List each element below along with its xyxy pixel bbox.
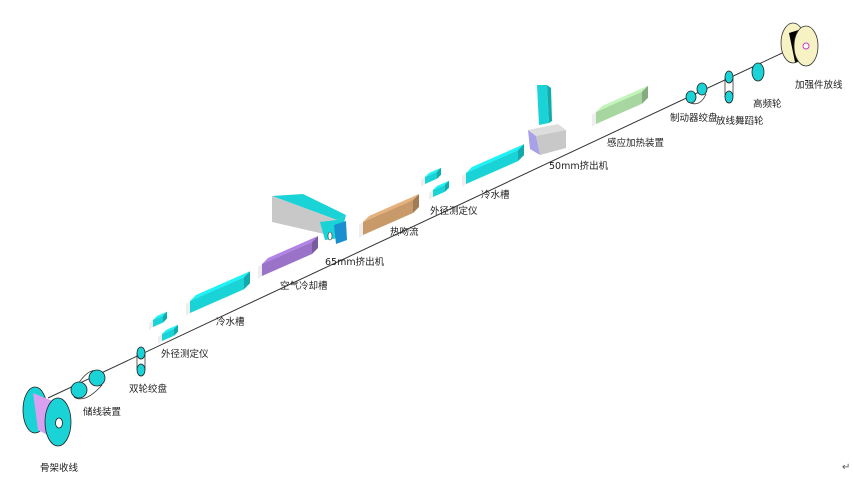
twin-capstan-wheel-2 [136, 363, 146, 377]
accumulator-wheel-1 [70, 381, 88, 399]
hot-air-flow [359, 194, 419, 238]
takeup-reel-hub [55, 417, 63, 429]
air-cooling-trough-end [312, 236, 318, 254]
od-gauge-bottom-upper [149, 311, 167, 330]
cold-trough-top-endcap [462, 173, 466, 187]
od-gauge-top-lower-front [433, 184, 445, 197]
label-hot-air-flow: 热吻流 [390, 227, 419, 238]
cold-trough-top [462, 144, 524, 187]
label-high-freq-wheel: 高频轮 [753, 99, 782, 110]
induction-heater [592, 85, 648, 127]
dancer-wheel-link [724, 77, 734, 97]
air-cooling-trough [258, 236, 318, 279]
paragraph-mark: ↵ [842, 462, 851, 473]
label-brake-capstan: 制动器绞盘 [670, 113, 718, 124]
brake-capstan-wheel-2 [696, 82, 708, 96]
od-gauge-bottom-lower-end [174, 324, 178, 336]
brake-capstan-wheel-1 [685, 90, 697, 104]
hot-air-flow-endcap [359, 222, 363, 238]
od-gauge-top-lower-top [433, 180, 449, 190]
label-cold-trough-bottom: 冷水槽 [216, 317, 245, 328]
extruder-50-hopper-side [547, 85, 552, 123]
od-gauge-bottom-upper-endcap [149, 320, 153, 330]
extruder-65-nozzle [327, 231, 333, 241]
extruder-50-top [528, 124, 566, 136]
dancer-wheel-bottom [724, 90, 734, 104]
od-gauge-top-upper [421, 167, 441, 187]
cold-trough-bottom-front [190, 277, 244, 313]
dancer-wheel-top [724, 70, 734, 84]
label-dancer-wheel: 放线舞蹈轮 [716, 116, 764, 127]
label-od-gauge-top: 外径测定仪 [430, 206, 478, 217]
hot-air-flow-top [363, 194, 419, 222]
od-gauge-bottom-upper-end [163, 311, 167, 323]
induction-heater-end [642, 85, 648, 104]
extruder-65-body [272, 196, 337, 236]
od-gauge-top-lower-end [445, 180, 449, 192]
od-gauge-bottom-lower-front [162, 328, 174, 341]
induction-heater-endcap [592, 112, 596, 127]
air-cooling-trough-top [262, 236, 318, 264]
cold-trough-bottom-endcap [186, 301, 190, 316]
od-gauge-top-upper-endcap [421, 177, 425, 187]
label-od-gauge-bottom: 外径测定仪 [161, 349, 209, 360]
extruder-65-top [272, 194, 346, 220]
label-twin-capstan: 双轮绞盘 [129, 384, 168, 395]
induction-heater-front [596, 91, 642, 124]
extruder-50-hopper [537, 85, 549, 125]
payoff-reel-hub [802, 42, 810, 50]
high-freq-wheel [751, 62, 765, 82]
extruder-65-die [334, 221, 347, 244]
od-gauge-top-lower [429, 180, 449, 200]
induction-heater-top [596, 85, 648, 112]
od-gauge-bottom-upper-top [153, 311, 167, 320]
extruder-50-body [536, 130, 566, 155]
twin-capstan-link [136, 353, 146, 370]
label-induction-heater: 感应加热装置 [607, 138, 665, 149]
label-extruder-65: 65mm挤出机 [325, 257, 385, 268]
cold-trough-bottom-top [190, 271, 250, 301]
extruder-50-face [528, 130, 540, 155]
cold-trough-bottom-end [244, 271, 250, 290]
hot-air-flow-front [363, 200, 413, 235]
cold-trough-top-end [518, 144, 524, 162]
label-air-cooling: 空气冷却槽 [280, 281, 328, 292]
air-cooling-trough-endcap [258, 264, 262, 279]
od-gauge-top-lower-endcap [429, 190, 433, 200]
twin-capstan-wheel-1 [136, 346, 146, 360]
label-cold-trough-top: 冷水槽 [481, 190, 510, 201]
air-cooling-trough-front [262, 242, 312, 276]
brake-capstan-belt [687, 93, 707, 105]
label-takeup: 骨架收线 [40, 463, 79, 474]
od-gauge-top-upper-end [437, 167, 441, 179]
wire-line [47, 46, 796, 399]
accumulator-wheel-2 [88, 369, 106, 387]
hot-air-flow-end [413, 194, 419, 213]
od-gauge-bottom-lower-top [162, 324, 178, 334]
label-accumulator: 储线装置 [83, 407, 122, 418]
od-gauge-bottom-upper-front [153, 315, 163, 327]
od-gauge-bottom-lower-endcap [158, 334, 162, 344]
cold-trough-top-top [466, 144, 524, 173]
cold-trough-top-front [466, 150, 518, 184]
od-gauge-top-upper-front [425, 171, 437, 184]
label-extruder-50: 50mm挤出机 [549, 161, 609, 172]
label-strength-payoff: 加强件放线 [795, 80, 843, 91]
od-gauge-bottom-lower [158, 324, 178, 344]
od-gauge-top-upper-top [425, 167, 441, 177]
cold-trough-bottom [186, 271, 250, 316]
